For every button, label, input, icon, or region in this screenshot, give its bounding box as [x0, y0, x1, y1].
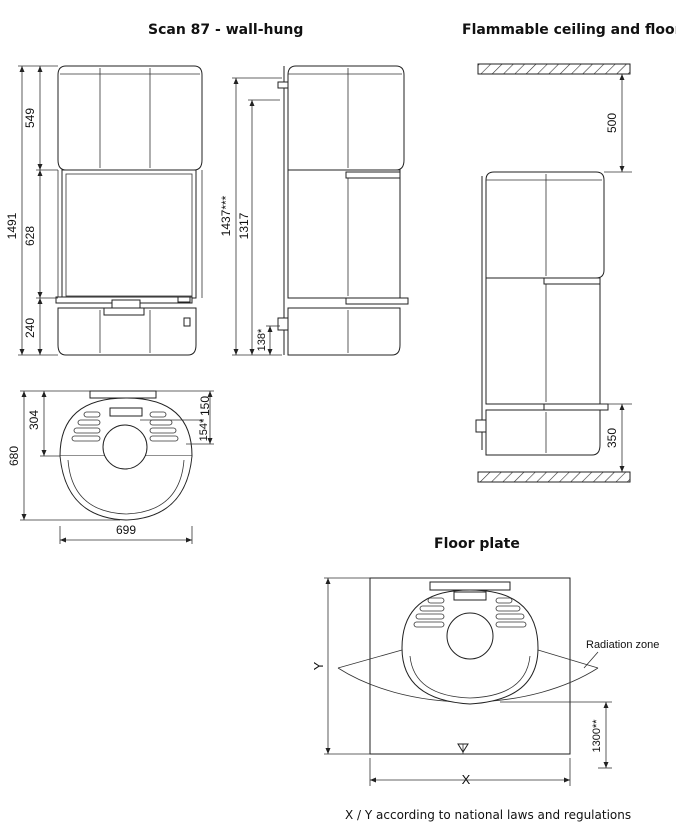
dim-floor-distance: 350 — [605, 428, 619, 448]
clearance-view: 500 350 — [475, 63, 632, 483]
down-arrow-icon — [457, 743, 469, 753]
dim-middle-section: 628 — [23, 226, 37, 246]
dim-total-height: 1491 — [5, 212, 19, 239]
top-view: 680 304 150 154* 699 — [7, 390, 214, 544]
plate-vent-slots-right — [495, 597, 527, 628]
floor-plate-title: Floor plate — [434, 536, 520, 552]
dim-y-label: Y — [311, 661, 326, 670]
main-title: Scan 87 - wall-hung — [148, 22, 304, 38]
floor-hatch — [477, 471, 631, 483]
dim-depth-partial: 304 — [27, 410, 41, 430]
dim-height-base: 138* — [256, 328, 268, 351]
front-view: 1491 549 628 240 — [5, 65, 203, 356]
dim-width: 699 — [116, 523, 136, 537]
vent-slots-left — [71, 411, 101, 442]
floor-plate-view: Y X 1300** Radiation zone — [311, 577, 659, 787]
floor-plate — [369, 577, 571, 755]
dim-radiation-distance: 1300** — [591, 719, 603, 753]
dim-ceiling-distance: 500 — [605, 113, 619, 133]
dim-offset-alt: 154* — [198, 418, 210, 441]
dim-bottom-section: 240 — [23, 318, 37, 338]
dim-top-section: 549 — [23, 108, 37, 128]
dim-offset: 150 — [198, 396, 212, 416]
radiation-zone-label: Radiation zone — [586, 639, 659, 651]
clearance-title: Flammable ceiling and floor — [462, 22, 676, 38]
dim-depth: 680 — [7, 446, 21, 466]
dim-height-outlet: 1317 — [237, 212, 251, 239]
dim-height-total: 1437*** — [219, 195, 233, 236]
side-view: 1437*** 1317 138* — [219, 65, 409, 356]
plate-vent-slots-left — [413, 597, 445, 628]
footnote-text: X / Y according to national laws and reg… — [345, 808, 632, 822]
dim-x-label: X — [462, 772, 471, 787]
ceiling-hatch — [477, 63, 631, 75]
